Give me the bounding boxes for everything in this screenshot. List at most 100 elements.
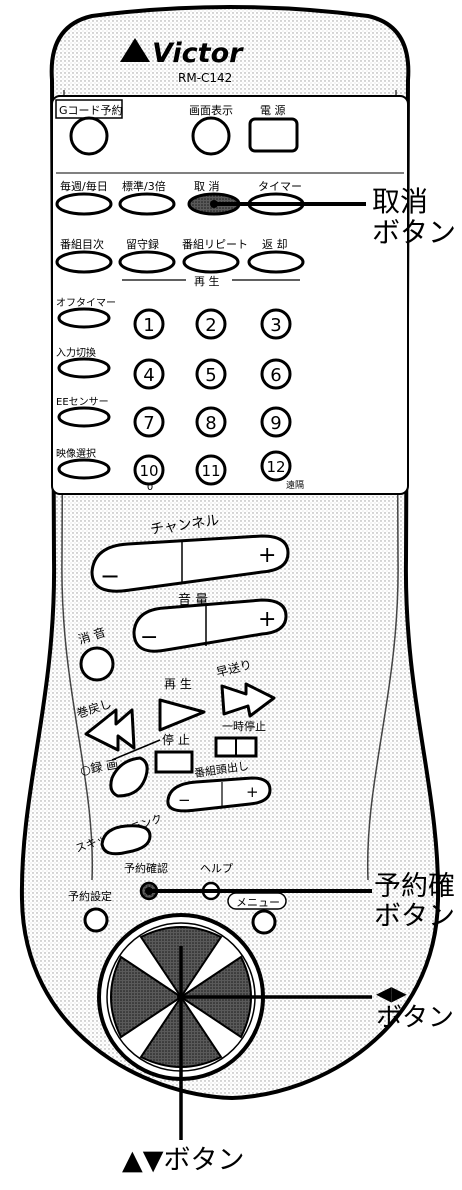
- menu-button[interactable]: [251, 909, 277, 935]
- svg-text:7: 7: [143, 413, 154, 434]
- weekly-label: 毎週/毎日: [60, 180, 108, 193]
- off-timer-button[interactable]: [57, 307, 111, 329]
- stop-button[interactable]: [154, 750, 194, 774]
- off-timer-label: オフタイマー: [56, 297, 116, 309]
- record-button[interactable]: [109, 756, 149, 798]
- number-button-6[interactable]: [260, 358, 292, 390]
- record-label: ○録 画: [79, 756, 119, 777]
- speed-button[interactable]: [118, 192, 176, 216]
- display-button[interactable]: [191, 116, 231, 156]
- volume-plus: +: [258, 607, 276, 632]
- callout-confirm-line2: ボタン: [374, 901, 455, 933]
- brand-name: Victor: [152, 38, 244, 69]
- unattended-label: 留守録: [126, 237, 159, 251]
- dpad-left-button[interactable]: [110, 955, 183, 1039]
- stop-label: 停 止: [162, 732, 190, 747]
- rewind-button[interactable]: [84, 708, 136, 752]
- setup-button[interactable]: [83, 907, 109, 933]
- volume-rocker[interactable]: [132, 598, 288, 653]
- number-button-2[interactable]: [195, 308, 227, 340]
- callout-leaders: [145, 200, 372, 1140]
- svg-text:2: 2: [205, 315, 216, 336]
- play-label: 再 生: [164, 677, 192, 691]
- menu-label: メニュー: [236, 896, 280, 909]
- confirm-label: 予約確認: [124, 861, 168, 875]
- svg-text:4: 4: [143, 365, 154, 386]
- unattended-button[interactable]: [118, 250, 176, 274]
- remote-body-inner-edge-right: [366, 89, 399, 881]
- top-panel: [51, 95, 409, 495]
- channel-plus: +: [258, 543, 276, 568]
- svg-text:8: 8: [205, 413, 216, 434]
- number-button-3[interactable]: [260, 308, 292, 340]
- cancel-label: 取 消: [194, 179, 220, 193]
- repeat-button[interactable]: [182, 250, 240, 274]
- number-button-5[interactable]: [195, 358, 227, 390]
- speed-label: 標準/3倍: [122, 179, 166, 193]
- callout-leftright: ◀▶ ボタン: [376, 982, 454, 1034]
- weekly-button[interactable]: [55, 192, 113, 216]
- number-button-12[interactable]: [260, 450, 292, 482]
- volume-minus: −: [140, 625, 158, 650]
- display-label: 画面表示: [189, 103, 233, 117]
- setup-label: 予約設定: [68, 889, 112, 903]
- far-label: 遠隔: [286, 479, 304, 491]
- svg-text:5: 5: [205, 365, 216, 386]
- index-minus: −: [178, 791, 191, 809]
- brand-logo: Victor RM-C142: [120, 38, 244, 85]
- timer-label: タイマー: [258, 180, 302, 193]
- gcode-button[interactable]: [69, 116, 109, 156]
- svg-text:1: 1: [143, 315, 154, 336]
- svg-text:3: 3: [270, 315, 281, 336]
- skip-button[interactable]: [100, 824, 152, 856]
- callout-confirm-line1: 予約確: [374, 871, 455, 902]
- callout-confirm: 予約確 ボタン: [374, 871, 455, 933]
- return-button[interactable]: [247, 250, 305, 274]
- ff-button[interactable]: [220, 682, 276, 718]
- svg-text:12: 12: [266, 458, 285, 476]
- number-button-11[interactable]: [195, 454, 227, 486]
- number-button-7[interactable]: [133, 406, 165, 438]
- svg-text:11: 11: [201, 462, 220, 480]
- number-button-8[interactable]: [195, 406, 227, 438]
- record-indicator-line: [111, 739, 161, 761]
- svg-text:10: 10: [139, 462, 158, 480]
- help-label: ヘルプ: [200, 862, 233, 875]
- number-button-10[interactable]: [133, 454, 165, 486]
- ee-sensor-label: EEセンサー: [56, 396, 109, 408]
- svg-text:9: 9: [270, 413, 281, 434]
- callout-leftright-line1: ◀▶: [376, 981, 407, 1005]
- ee-sensor-button[interactable]: [57, 406, 111, 428]
- callout-leftright-line2: ボタン: [376, 1003, 455, 1034]
- play-group-label: 再 生: [194, 274, 220, 288]
- gcode-label: Gコード予約: [59, 103, 123, 117]
- zero-label: 0: [147, 482, 153, 493]
- video-select-label: 映像選択: [56, 447, 96, 460]
- video-select-button[interactable]: [57, 458, 111, 480]
- svg-text:6: 6: [270, 365, 281, 386]
- number-button-9[interactable]: [260, 406, 292, 438]
- repeat-label: 番組リピート: [182, 238, 248, 251]
- power-label: 電 源: [260, 103, 286, 117]
- pause-label: 一時停止: [222, 719, 266, 733]
- channel-rocker[interactable]: [90, 534, 290, 593]
- channel-minus: −: [100, 562, 120, 590]
- callout-cancel-line1: 取消: [372, 185, 429, 218]
- callout-cancel: 取消 ボタン: [372, 186, 456, 249]
- index-plus: +: [246, 783, 259, 801]
- number-button-1[interactable]: [133, 308, 165, 340]
- power-button[interactable]: [248, 117, 299, 153]
- callout-cancel-line2: ボタン: [372, 216, 457, 250]
- remote-body-inner-edge: [61, 89, 94, 881]
- number-button-4[interactable]: [133, 358, 165, 390]
- input-select-button[interactable]: [57, 357, 111, 379]
- play-button[interactable]: [158, 698, 206, 732]
- index-search-button[interactable]: [166, 776, 272, 813]
- callout-updown: ▲▼ボタン: [122, 1145, 245, 1176]
- mute-button[interactable]: [79, 646, 115, 682]
- model-number: RM-C142: [178, 71, 232, 85]
- input-select-label: 入力切換: [56, 346, 96, 359]
- return-label: 返 却: [262, 238, 288, 251]
- index-list-button[interactable]: [55, 250, 113, 274]
